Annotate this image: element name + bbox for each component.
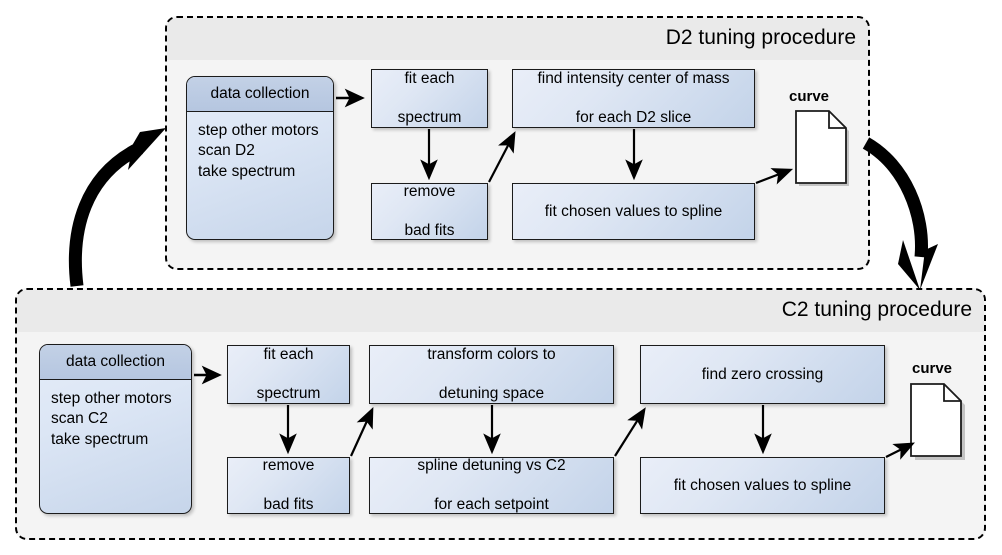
d2-fit-spline-box[interactable]: fit chosen values to spline (512, 183, 755, 240)
c2-data-collection-header: data collection (40, 345, 191, 380)
d2-fit-spline-label: fit chosen values to spline (544, 202, 723, 220)
d2-center-of-mass-box[interactable]: find intensity center of mass for each D… (512, 69, 755, 128)
c2-container-header-band (17, 290, 984, 332)
d2-fit-line-1: fit each (404, 70, 455, 88)
c2-dc-line-1: step other motors (51, 390, 172, 407)
d2-fit-each-spectrum-box[interactable]: fit each spectrum (371, 69, 488, 128)
d2-dc-line-3: take spectrum (198, 162, 296, 180)
d2-document-icon (795, 110, 849, 186)
d2-dc-line-1: step other motors (198, 122, 319, 139)
c2-find-zero-crossing-label: find zero crossing (701, 365, 824, 383)
d2-com-line-2: for each D2 slice (575, 109, 692, 127)
d2-remove-line-1: remove (403, 183, 456, 201)
c2-find-zero-crossing-box[interactable]: find zero crossing (640, 345, 885, 404)
c2-remove-bad-fits-box[interactable]: remove bad fits (227, 457, 350, 514)
d2-fit-line-2: spectrum (397, 109, 462, 127)
d2-remove-line-2: bad fits (404, 222, 455, 240)
d2-remove-bad-fits-label: remove bad fits (394, 182, 466, 240)
c2-spline-detuning-label: spline detuning vs C2 for each setpoint (407, 456, 575, 514)
c2-fit-each-spectrum-box[interactable]: fit each spectrum (227, 345, 350, 404)
c2-container-title: C2 tuning procedure (781, 298, 972, 321)
thick-arrow-d2-to-c2 (862, 137, 938, 290)
c2-transform-colors-label: transform colors to detuning space (417, 345, 565, 403)
c2-spline-line-2: for each setpoint (434, 496, 549, 514)
c2-fit-line-1: fit each (263, 346, 314, 364)
c2-transform-line-1: transform colors to (427, 346, 556, 364)
c2-fit-spline-box[interactable]: fit chosen values to spline (640, 457, 885, 514)
d2-data-collection-box[interactable]: data collection step other motors scan D… (186, 76, 334, 240)
c2-data-collection-body: step other motors scan C2 take spectrum (40, 380, 191, 450)
c2-remove-line-2: bad fits (263, 496, 314, 514)
c2-transform-line-2: detuning space (438, 385, 545, 403)
d2-container-header-band (167, 18, 868, 60)
d2-dc-line-2: scan D2 (198, 142, 255, 160)
d2-data-collection-body: step other motors scan D2 take spectrum (187, 112, 333, 182)
c2-spline-detuning-box[interactable]: spline detuning vs C2 for each setpoint (369, 457, 614, 514)
c2-spline-line-1: spline detuning vs C2 (417, 457, 566, 475)
thick-arrow-c2-to-d2 (68, 128, 166, 287)
d2-remove-bad-fits-box[interactable]: remove bad fits (371, 183, 488, 240)
d2-fit-each-spectrum-label: fit each spectrum (388, 69, 472, 127)
c2-transform-colors-box[interactable]: transform colors to detuning space (369, 345, 614, 404)
c2-dc-line-2: scan C2 (51, 410, 108, 428)
c2-curve-label: curve (912, 360, 953, 377)
d2-com-line-1: find intensity center of mass (537, 70, 730, 88)
d2-data-collection-header: data collection (187, 77, 333, 112)
c2-remove-bad-fits-label: remove bad fits (253, 456, 325, 514)
c2-fit-spline-label: fit chosen values to spline (673, 476, 852, 494)
c2-document-icon (910, 383, 965, 460)
c2-data-collection-box[interactable]: data collection step other motors scan C… (39, 344, 192, 514)
c2-fit-each-spectrum-label: fit each spectrum (247, 345, 331, 403)
c2-remove-line-1: remove (262, 457, 315, 475)
d2-center-of-mass-label: find intensity center of mass for each D… (527, 69, 739, 127)
d2-curve-label: curve (789, 88, 830, 105)
c2-fit-line-2: spectrum (256, 385, 321, 403)
c2-dc-line-3: take spectrum (51, 430, 149, 448)
d2-container-title: D2 tuning procedure (665, 26, 856, 49)
